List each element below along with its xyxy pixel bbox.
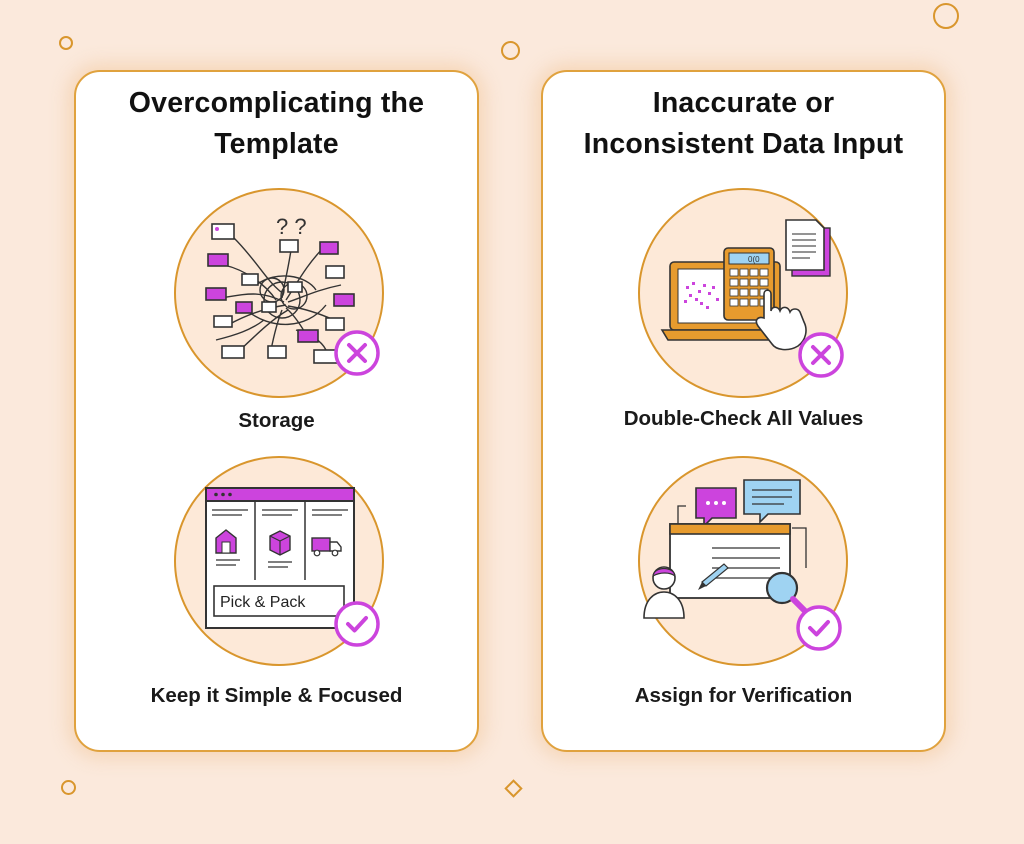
card-title-line-1: Inaccurate or (652, 87, 835, 119)
calculator-display: 0(0 (748, 255, 760, 264)
check-circle-icon (796, 605, 842, 651)
card-title-line-1: Overcomplicating the (128, 87, 425, 119)
card-title: Overcomplicating the Template (76, 83, 477, 165)
decor-ring-top-left (59, 36, 73, 50)
verification-workflow-icon (638, 456, 848, 666)
card-title-line-2: Template (214, 128, 339, 160)
decor-ring-bottom-left (61, 780, 76, 795)
card-inaccurate-data-input: Inaccurate or Inconsistent Data Input (541, 70, 946, 752)
decor-ring-top-center (501, 41, 520, 60)
card-title: Inaccurate or Inconsistent Data Input (543, 83, 944, 165)
card-overcomplicating-template: Overcomplicating the Template (74, 70, 479, 752)
caption-storage: Storage (238, 409, 315, 432)
question-marks: ? ? (276, 214, 307, 239)
caption-keep-it-simple: Keep it Simple & Focused (150, 684, 403, 707)
caption-assign-verification: Assign for Verification (634, 684, 853, 707)
x-circle-icon (798, 332, 844, 378)
laptop-calculator-icon: 0(0 (638, 188, 848, 398)
pick-and-pack-label: Pick & Pack (220, 594, 306, 611)
card-title-line-2: Inconsistent Data Input (583, 128, 904, 160)
tangled-flowchart-icon: ? ? (174, 188, 384, 398)
decor-diamond-bottom-center (504, 779, 523, 798)
decor-ring-top-right (933, 3, 959, 29)
caption-double-check: Double-Check All Values (623, 407, 864, 430)
check-circle-icon (334, 601, 380, 647)
x-circle-icon (334, 330, 380, 376)
